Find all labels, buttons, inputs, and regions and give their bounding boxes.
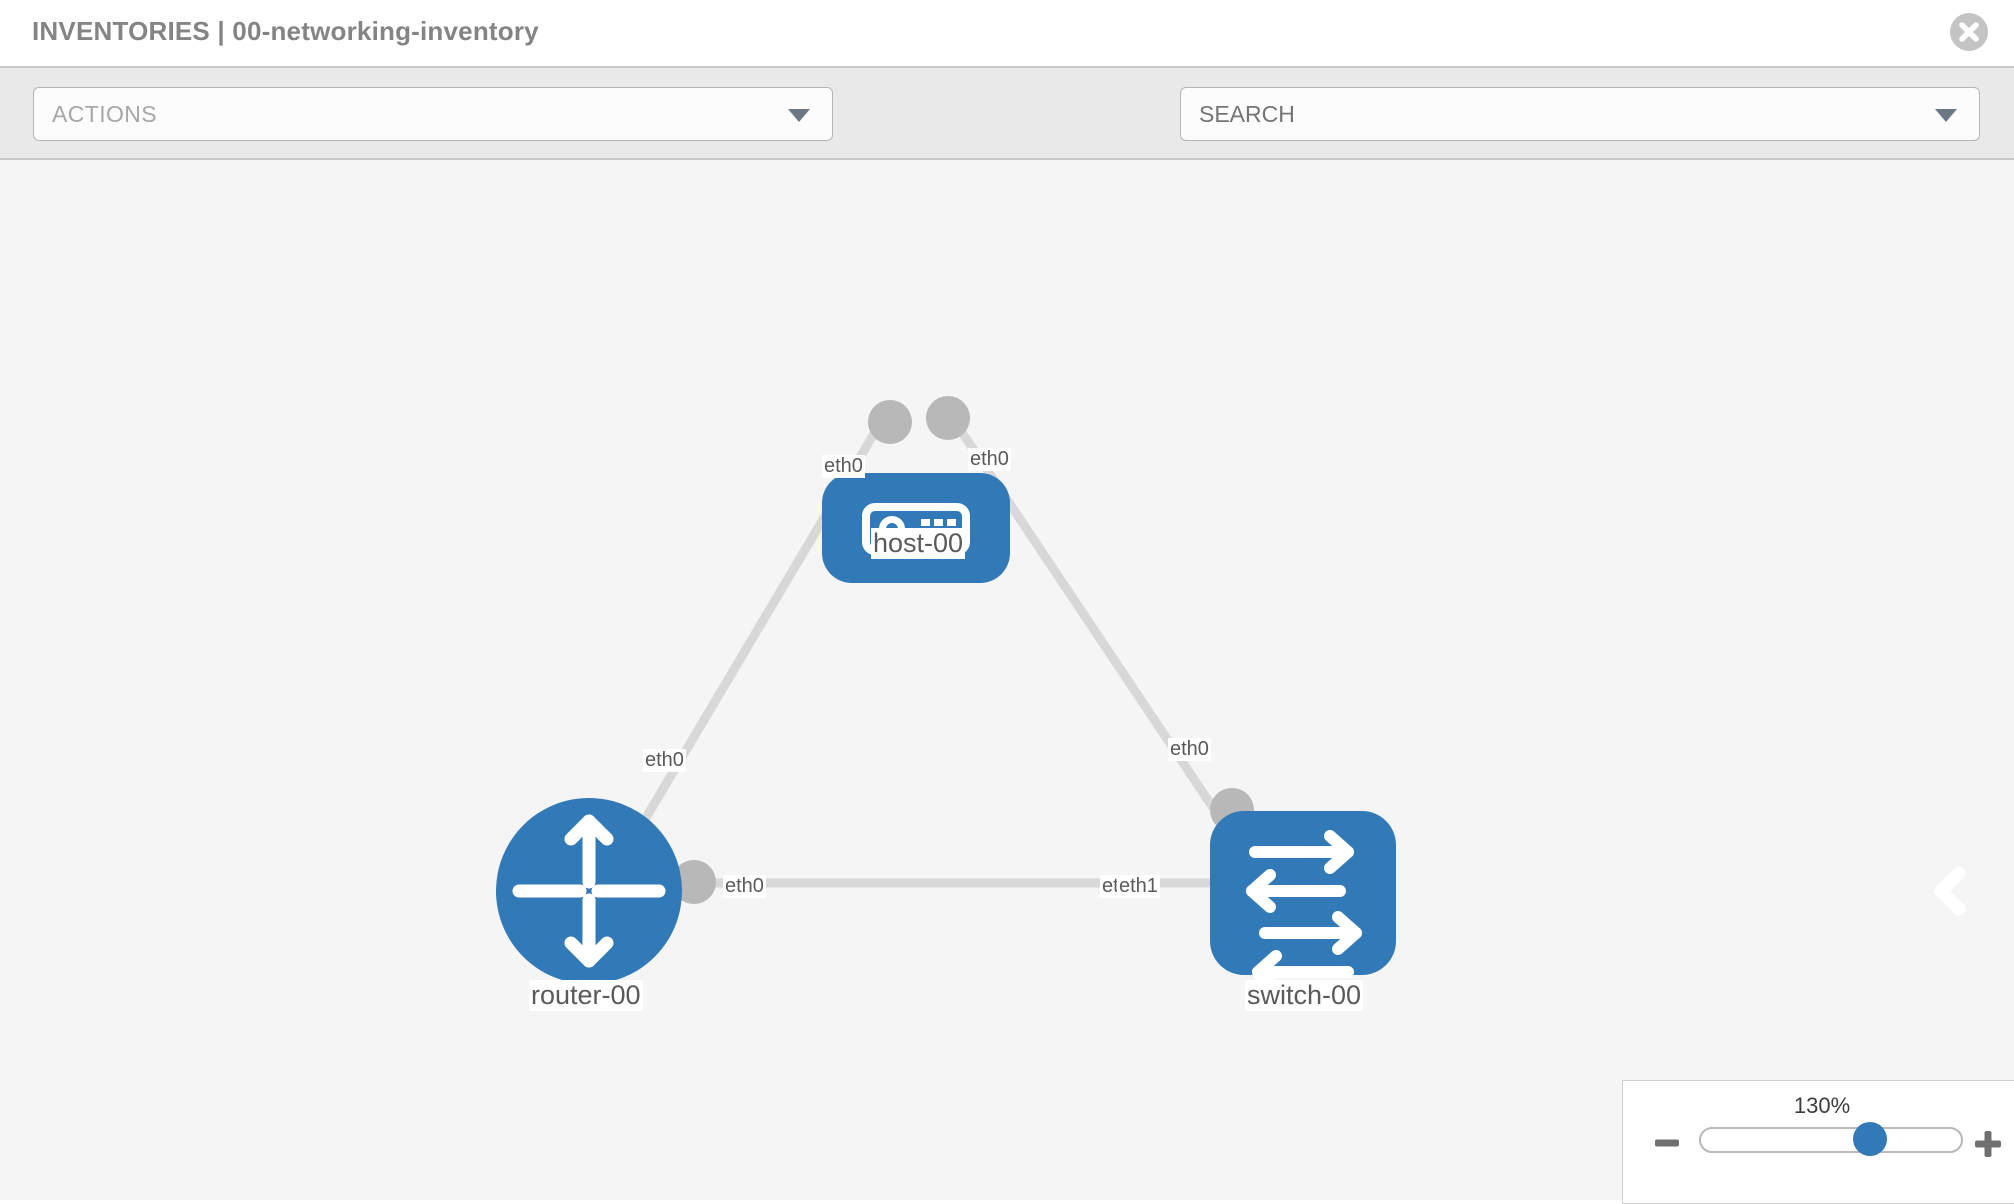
node-label-router-00: router-00	[529, 980, 643, 1011]
topology-ports	[672, 396, 1257, 904]
actions-dropdown-label: ACTIONS	[52, 101, 158, 127]
topology-graph	[496, 396, 1966, 994]
page-header: INVENTORIES | 00-networking-inventory	[0, 0, 2014, 68]
node-switch-00	[1210, 811, 1396, 994]
port-stub	[672, 860, 716, 904]
page-title: INVENTORIES | 00-networking-inventory	[32, 16, 539, 46]
zoom-slider-track[interactable]	[1699, 1127, 1963, 1153]
port-stub	[926, 396, 970, 440]
topology-canvas[interactable]: host-00 router-00 switch-00 eth0 eth0 et…	[0, 160, 2014, 1200]
search-field[interactable]	[1180, 87, 1980, 141]
node-router-00	[496, 798, 1966, 984]
zoom-control-panel: 130%	[1622, 1080, 2014, 1204]
interface-label: eth0	[1168, 738, 1211, 761]
interface-label: eth0	[822, 455, 865, 478]
router-arrows-icon	[512, 814, 1966, 968]
actions-dropdown[interactable]: ACTIONS	[33, 87, 833, 141]
port-stub	[868, 400, 912, 444]
zoom-out-button[interactable]	[1653, 1129, 1681, 1162]
toolbar: ACTIONS	[0, 68, 2014, 199]
zoom-slider-thumb[interactable]	[1853, 1122, 1888, 1156]
close-icon[interactable]	[1950, 13, 1988, 51]
search-input[interactable]	[1181, 88, 1979, 140]
node-router-00-shape	[496, 798, 682, 984]
interface-label: eth0	[643, 749, 686, 772]
interface-label: eth0	[723, 875, 766, 898]
node-label-host-00: host-00	[871, 528, 966, 559]
chevron-down-icon	[788, 109, 810, 122]
node-label-switch-00: switch-00	[1245, 980, 1364, 1011]
switch-arrows-icon	[1246, 830, 1362, 994]
interface-label: eth0	[968, 448, 1011, 471]
interface-label: eth1	[1117, 875, 1160, 898]
zoom-in-button[interactable]	[1973, 1129, 2003, 1164]
chevron-down-icon[interactable]	[1935, 109, 1957, 122]
zoom-level-value: 130%	[1793, 1093, 1851, 1118]
